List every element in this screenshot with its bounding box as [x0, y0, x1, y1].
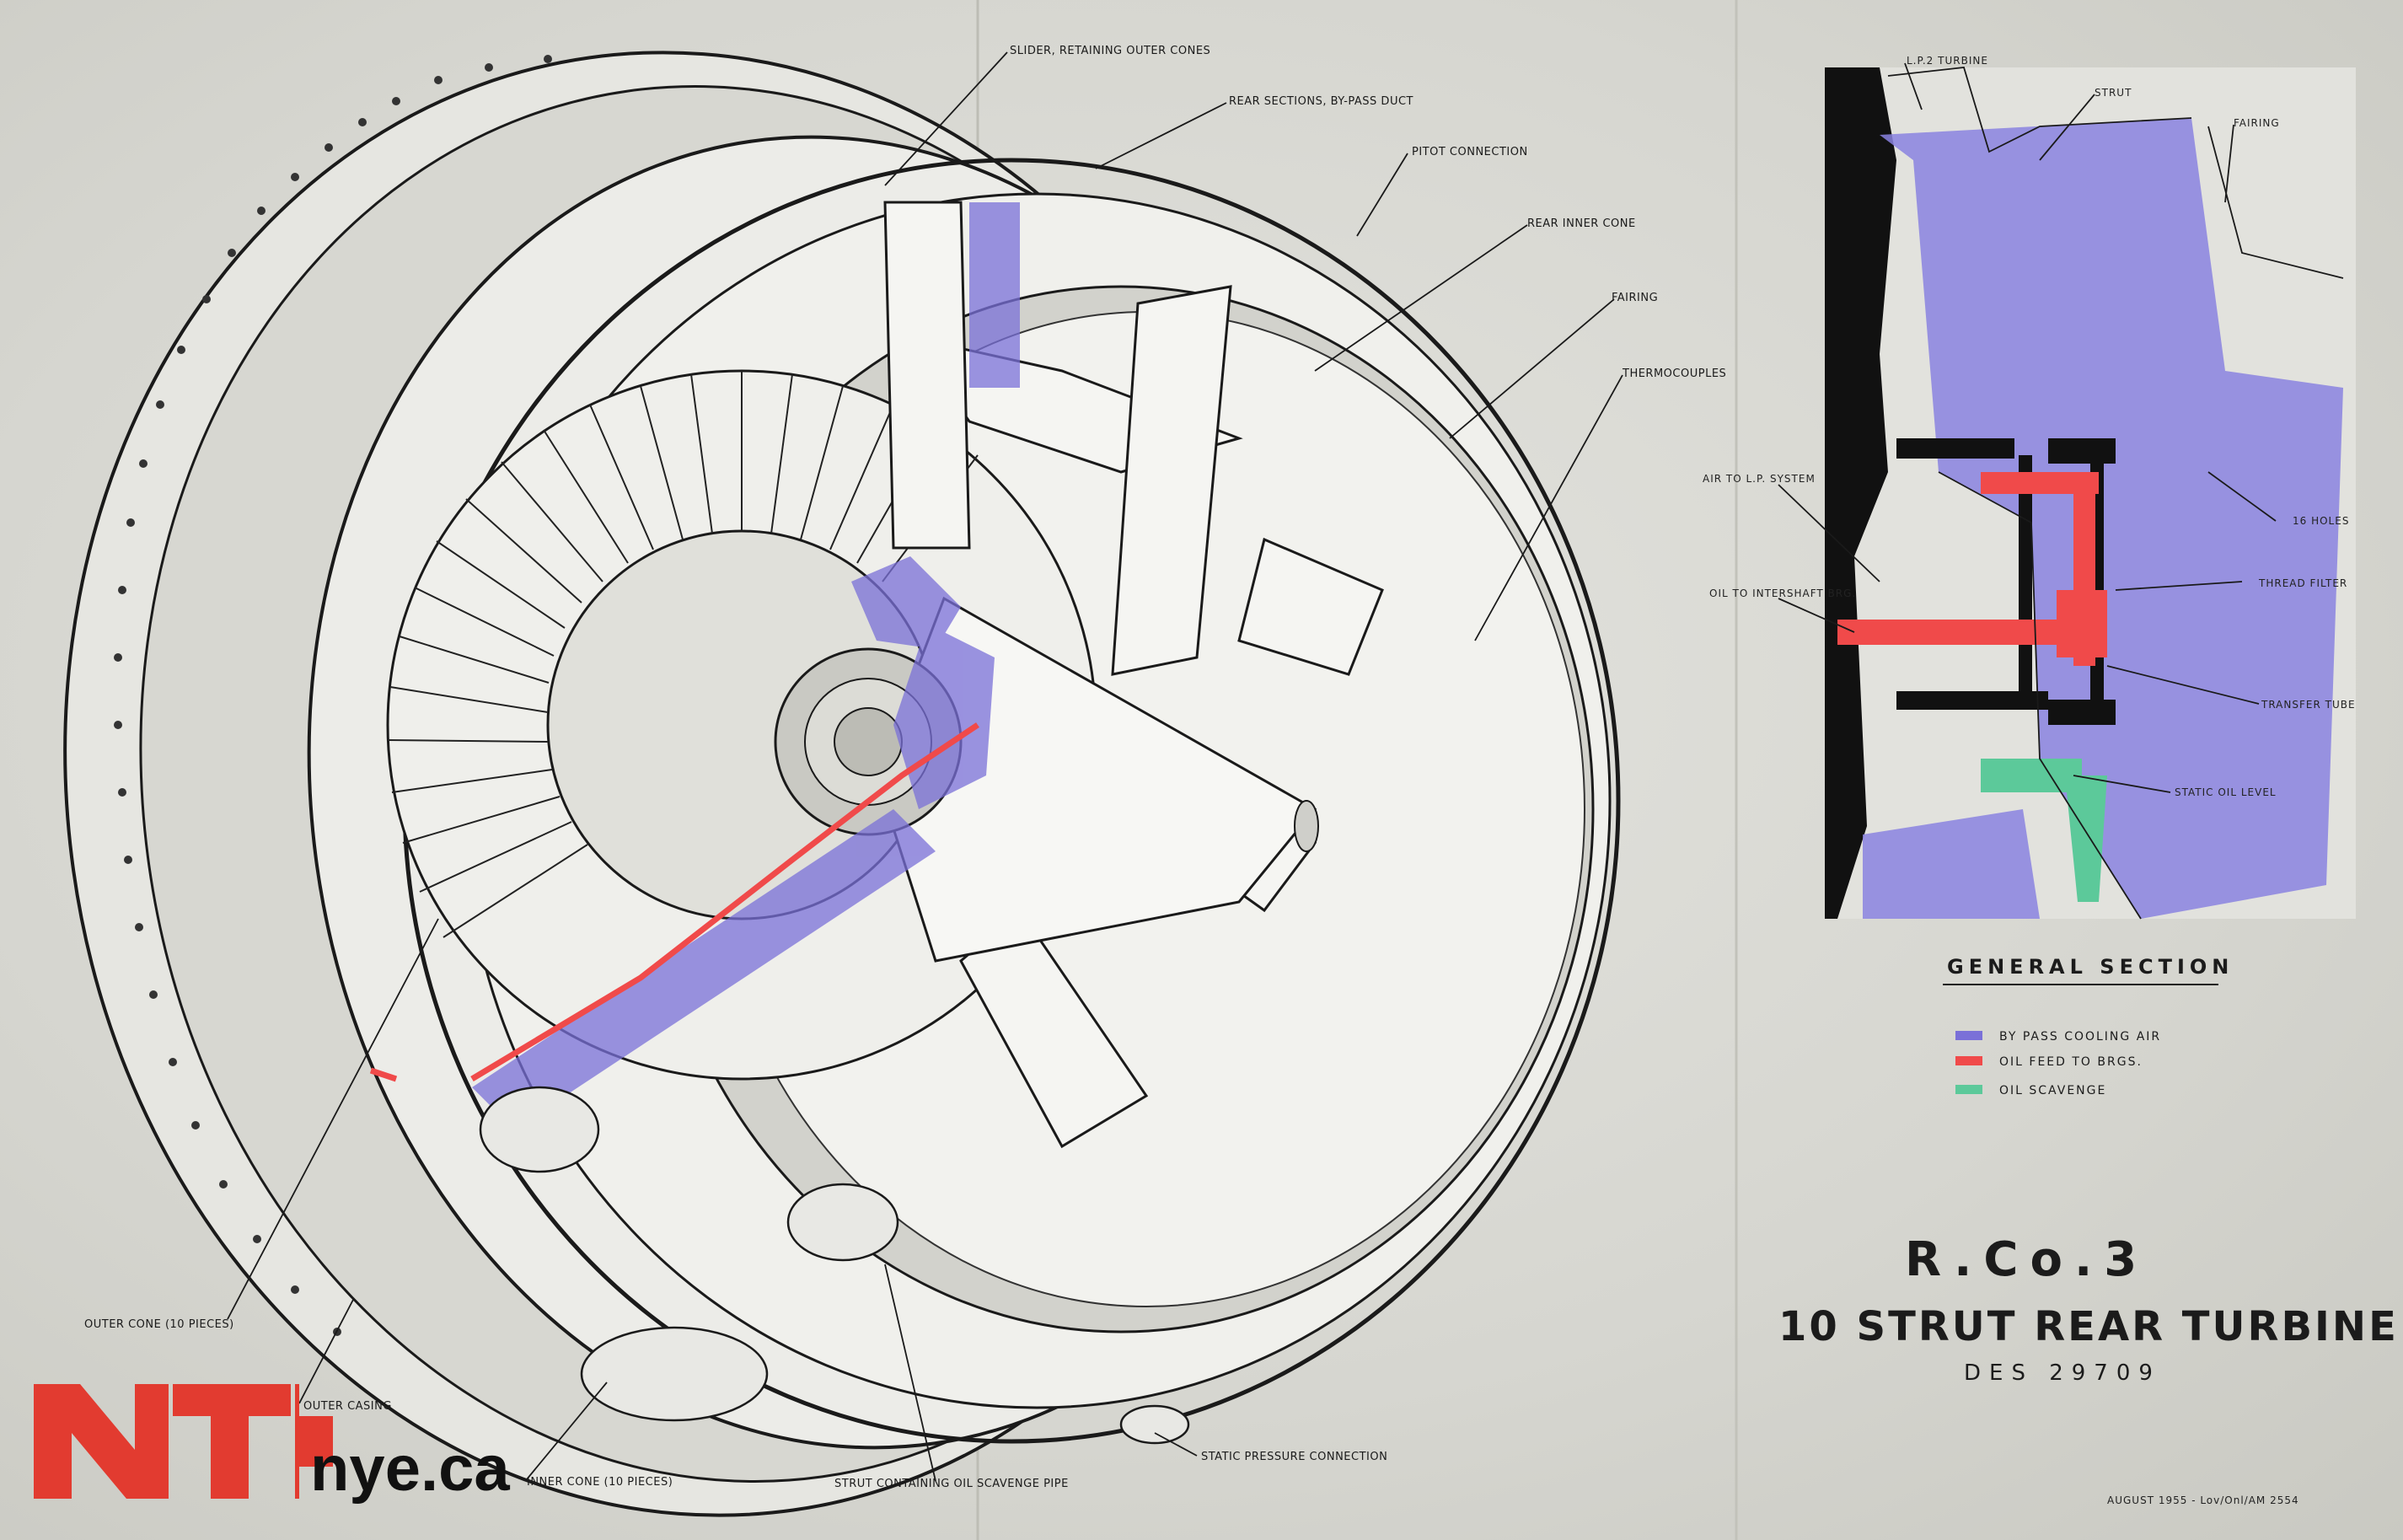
legend-swatch-scavenge	[1955, 1085, 1982, 1094]
section-oil-scavenge	[1981, 759, 2107, 902]
callout-fairing: FAIRING	[1612, 292, 1658, 304]
callout-slider: SLIDER, RETAINING OUTER CONES	[1010, 45, 1210, 57]
legend-label-scavenge: OIL SCAVENGE	[1999, 1084, 2106, 1097]
section-label-static-oil: STATIC OIL LEVEL	[2175, 786, 2277, 798]
legend-label-bypass: BY PASS COOLING AIR	[1999, 1030, 2161, 1044]
callout-rear-sections: REAR SECTIONS, BY-PASS DUCT	[1229, 95, 1413, 108]
section-label-oil-intershaft: OIL TO INTERSHAFT BRG.	[1709, 588, 1856, 599]
leader-lines	[227, 51, 1623, 1482]
general-section-diagram	[1825, 67, 2356, 920]
section-label-strut: STRUT	[2095, 87, 2132, 99]
lower-bosses	[479, 1086, 1190, 1445]
callout-thermocouples: THERMOCOUPLES	[1622, 368, 1726, 380]
bypass-air-highlight	[472, 202, 1020, 1130]
callout-inner-cone: INNER CONE (10 PIECES)	[527, 1476, 673, 1489]
callout-outer-cone: OUTER CONE (10 PIECES)	[84, 1318, 234, 1331]
general-section-title: GENERAL SECTION	[1947, 955, 2234, 979]
ntc-logo-mark	[34, 1384, 333, 1499]
drawing-title-main: 10 STRUT REAR TURBINE BRG.	[1778, 1303, 2403, 1350]
section-leader-lines	[1778, 62, 2277, 793]
oil-feed-highlight	[369, 722, 979, 1082]
drawing-number: DES 29709	[1964, 1360, 2161, 1386]
ntc-logo: nye.ca	[34, 1384, 510, 1505]
drawing-title-model: R.Co.3	[1905, 1232, 2148, 1287]
section-label-transfer-tube: TRANSFER TUBE	[2261, 699, 2356, 711]
section-label-holes: 16 HOLES	[2293, 515, 2349, 527]
callout-rear-inner-cone: REAR INNER CONE	[1527, 217, 1636, 230]
legend	[1955, 1031, 1982, 1094]
legend-swatch-oil-feed	[1955, 1056, 1982, 1065]
footer-reference: AUGUST 1955 - Lov/Onl/AM 2554	[2107, 1494, 2299, 1506]
callout-strut-scavenge: STRUT CONTAINING OIL SCAVENGE PIPE	[834, 1478, 1069, 1490]
legend-swatch-bypass	[1955, 1031, 1982, 1040]
section-label-thread-filter: THREAD FILTER	[2258, 577, 2347, 589]
callout-outer-casing: OUTER CASING	[303, 1400, 392, 1413]
section-label-fairing: FAIRING	[2234, 117, 2280, 129]
logo-site-text: nye.ca	[310, 1433, 510, 1505]
callout-pitot: PITOT CONNECTION	[1412, 146, 1528, 158]
callout-static-pressure: STATIC PRESSURE CONNECTION	[1201, 1451, 1387, 1463]
legend-label-oil-feed: OIL FEED TO BRGS.	[1999, 1055, 2143, 1069]
section-label-air-lp: AIR TO L.P. SYSTEM	[1703, 473, 1816, 485]
section-label-lp2: L.P.2 TURBINE	[1907, 55, 1988, 67]
section-oil-feed	[1837, 472, 2107, 666]
